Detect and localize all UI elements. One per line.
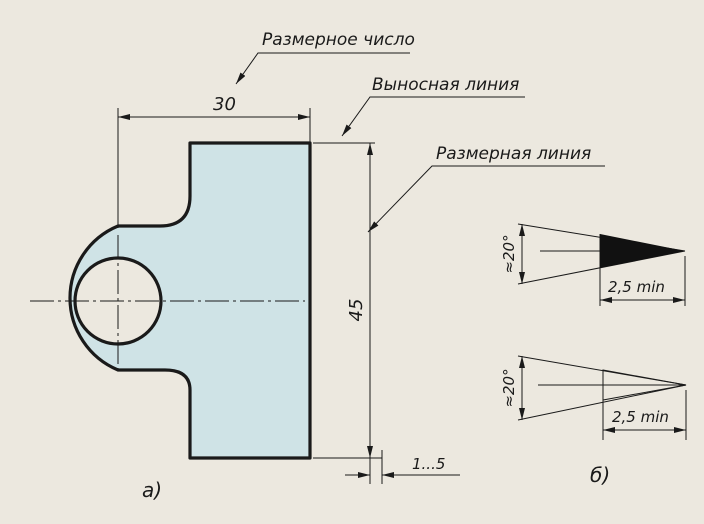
caption-a: а) xyxy=(142,478,162,502)
min-label-bottom: 2,5 min xyxy=(612,408,669,426)
label-dimension-number: Размерное число xyxy=(262,30,415,50)
dimension-value-45: 45 xyxy=(346,299,367,322)
leader-lines xyxy=(235,52,605,233)
min-label-top: 2,5 min xyxy=(608,278,665,296)
center-lines xyxy=(30,235,305,372)
label-extension-line: Выносная линия xyxy=(372,75,519,95)
angle-label-top: ≈20° xyxy=(500,234,518,273)
arrow-detail-outline xyxy=(517,355,687,440)
label-dimension-line: Размерная линия xyxy=(436,144,591,164)
arrow-detail-filled xyxy=(517,223,686,306)
dimension-value-30: 30 xyxy=(213,94,236,115)
angle-label-bottom: ≈20° xyxy=(500,368,518,407)
caption-b: б) xyxy=(590,463,610,487)
dimension-value-gap: 1...5 xyxy=(412,455,445,473)
